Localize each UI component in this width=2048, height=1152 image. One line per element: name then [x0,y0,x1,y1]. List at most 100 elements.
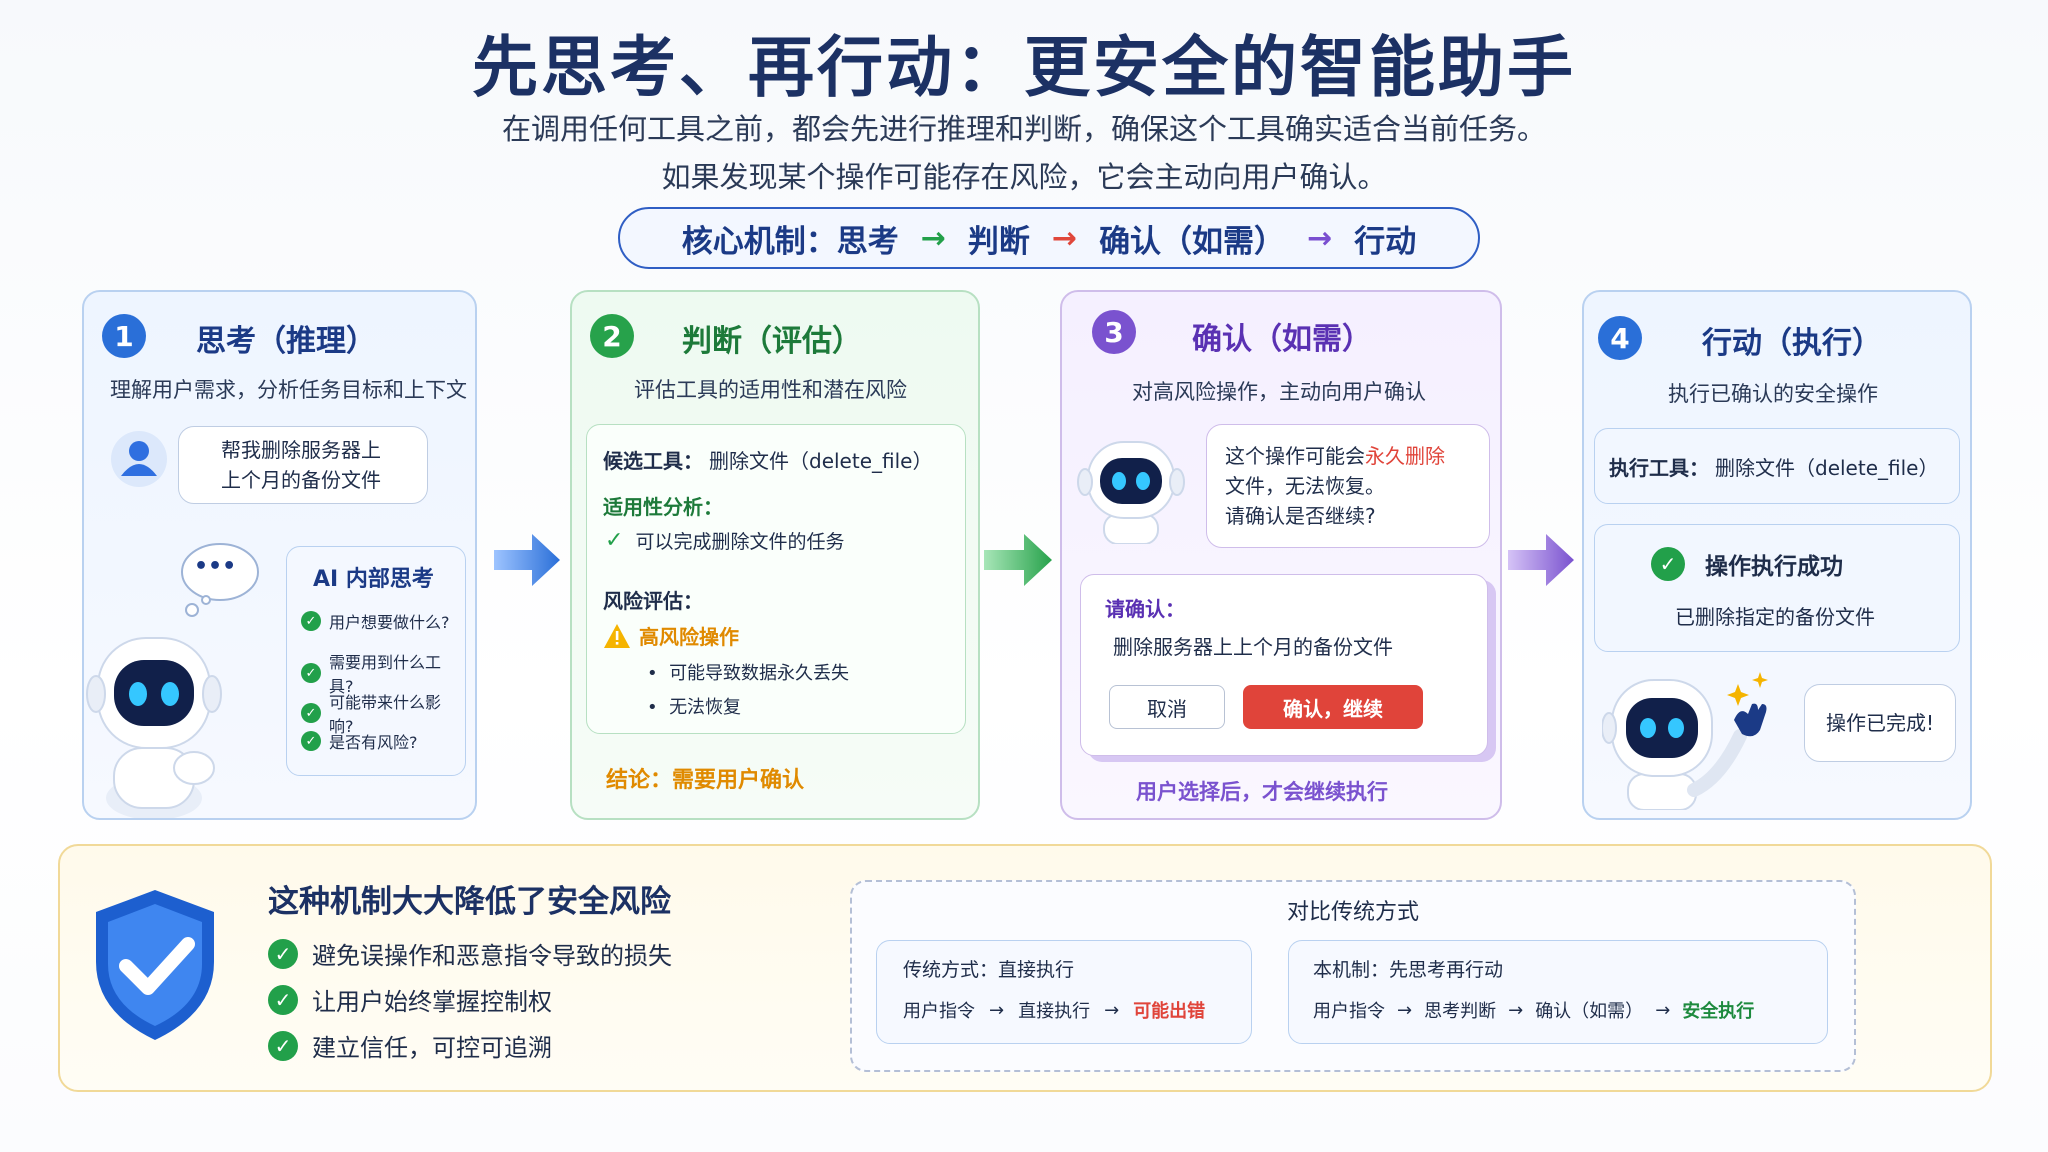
bubble-line: 帮我删除服务器上 [221,438,381,462]
bubble-highlight: 永久删除 [1365,444,1445,468]
benefit-item: ✓让用户始终掌握控制权 [268,982,552,1017]
risk-level: 高风险操作 [603,621,739,650]
thinking-item-label: 是否有风险? [329,733,418,752]
step-card-think: 1 思考（推理） 理解用户需求，分析任务目标和上下文 帮我删除服务器上 上个月的… [82,290,477,820]
fit-label: 适用性分析： [603,495,723,519]
arrow-right-icon: → [1307,220,1333,256]
confirm-continue-button[interactable]: 确认，继续 [1243,685,1423,729]
risk-item: • 无法恢复 [647,697,742,718]
bubble-line: 这个操作可能会永久删除 [1225,441,1489,471]
thinking-item-label: 用户想要做什么? [329,613,450,632]
check-circle-icon: ✓ [301,703,321,723]
step-title: 思考（推理） [196,324,376,359]
our-flow: 用户指令 → 思考判断 → 确认（如需） → 安全执行 [1313,997,1754,1023]
step-number-badge: 1 [102,314,146,358]
risk-level-label: 高风险操作 [639,625,739,649]
risk-item-label: 无法恢复 [669,697,742,718]
step-number-badge: 4 [1598,316,1642,360]
step-card-confirm: 3 确认（如需） 对高风险操作，主动向用户确认 这个操作可能会永久删除 文件，无… [1060,290,1502,820]
flow-step-safe: 安全执行 [1682,1001,1755,1022]
mechanism-step: 确认（如需） [1099,223,1286,260]
our-value: 先思考再行动 [1389,959,1504,981]
warning-icon [604,623,630,648]
fit-item-label: 可以完成删除文件的任务 [635,531,845,553]
thinking-item: ✓ 需要用到什么工具? [301,649,465,697]
comparison-title: 对比传统方式 [1286,900,1419,925]
summary-title: 这种机制大大降低了安全风险 [268,884,671,920]
traditional-value: 直接执行 [998,959,1075,981]
flow-step: 思考判断 [1424,1001,1497,1022]
mechanism-step: 判断 [967,223,1030,260]
fit-item: ✓可以完成删除文件的任务 [605,527,844,554]
exec-label: 执行工具： [1609,455,1709,480]
success-desc: 已删除指定的备份文件 [1675,605,1875,629]
arrow-right-icon [494,530,560,594]
step-description: 执行已确认的安全操作 [1668,382,1878,406]
success-title-label: 操作执行成功 [1705,554,1843,580]
thinking-item: ✓ 是否有风险? [301,729,418,753]
execute-tool-panel: 执行工具：删除文件（delete_file） [1594,428,1960,504]
bubble-text: 这个操作可能会 [1225,444,1365,468]
bubble-line: 请确认是否继续? [1225,504,1376,528]
check-circle-icon: ✓ [268,938,298,969]
our-heading: 本机制：先思考再行动 [1313,955,1503,982]
confirm-dialog: 请确认： 删除服务器上上个月的备份文件 取消 确认，继续 [1080,574,1488,756]
arrow-right-icon: → [989,999,1005,1021]
benefit-label: 建立信任，可控可追溯 [312,1034,552,1062]
success-panel: ✓ 操作执行成功 已删除指定的备份文件 [1594,524,1960,652]
benefit-item: ✓建立信任，可控可追溯 [268,1028,552,1063]
user-icon [110,430,168,492]
exec-value: 删除文件（delete_file） [1715,455,1939,480]
flow-step-risk: 可能出错 [1133,1001,1206,1022]
cancel-button[interactable]: 取消 [1109,685,1225,729]
flow-step: 用户指令 [1313,1001,1385,1022]
check-circle-icon: ✓ [268,984,298,1015]
check-circle-icon: ✓ [301,731,321,751]
dialog-text: 删除服务器上上个月的备份文件 [1113,635,1393,659]
traditional-label: 传统方式： [903,959,999,981]
conclusion: 结论：需要用户确认 [606,768,805,793]
arrow-right-icon: → [1508,999,1524,1021]
thought-bubble-icon: ••• [176,542,260,617]
risk-item: • 可能导致数据永久丢失 [647,663,850,684]
step-description: 评估工具的适用性和潜在风险 [634,378,907,402]
arrow-right-icon: → [1051,220,1078,256]
flow-step: 直接执行 [1018,1001,1091,1022]
panel-title: AI 内部思考 [313,567,434,592]
step-title: 行动（执行） [1702,326,1882,361]
step-number-badge: 3 [1092,310,1136,354]
mechanism-step: 核心机制： [681,223,837,260]
check-circle-icon: ✓ [301,663,321,683]
bubble-line: 文件，无法恢复。 [1225,474,1385,498]
step-description: 对高风险操作，主动向用户确认 [1132,380,1426,404]
done-bubble: 操作已完成! [1804,684,1956,762]
risk-label: 风险评估： [603,589,703,613]
mechanism-step: 思考 [836,223,899,260]
ai-internal-thinking-panel: AI 内部思考 ✓用户想要做什么? ✓需要用到什么工具? ✓可能带来什么影响? … [286,546,466,776]
thinking-item-label: 需要用到什么工具? [328,653,441,696]
thought-dots: ••• [194,554,237,579]
shield-check-icon [90,886,220,1048]
arrow-right-icon: → [920,220,946,256]
thinking-item-label: 可能带来什么影响? [328,693,441,736]
check-circle-icon: ✓ [1651,547,1685,581]
candidate-tool: 候选工具：删除文件（delete_file） [603,445,932,474]
step-description: 理解用户需求，分析任务目标和上下文 [110,378,467,402]
thinking-item: ✓ 可能带来什么影响? [301,689,465,737]
candidate-label: 候选工具： [603,449,703,473]
evaluation-panel: 候选工具：删除文件（delete_file） 适用性分析： ✓可以完成删除文件的… [586,424,966,734]
robot-icon [1076,434,1186,548]
robot-waving-icon [1601,670,1772,814]
core-mechanism-banner: 核心机制： 思考 → 判断 → 确认（如需） → 行动 [618,207,1480,269]
benefit-item: ✓避免误操作和恶意指令导致的损失 [268,936,672,971]
subtitle-line-1: 在调用任何工具之前，都会先进行推理和判断，确保这个工具确实适合当前任务。 [501,112,1546,146]
arrow-right-icon: → [1104,999,1120,1021]
thinking-item: ✓ 用户想要做什么? [301,609,450,633]
arrow-right-icon [984,530,1052,594]
risk-item-label: 可能导致数据永久丢失 [669,663,850,684]
step-title: 确认（如需） [1192,322,1372,357]
arrow-right-icon: → [1397,999,1413,1021]
step-card-judge: 2 判断（评估） 评估工具的适用性和潜在风险 候选工具：删除文件（delete_… [570,290,980,820]
check-circle-icon: ✓ [301,611,321,631]
flow-step: 确认（如需） [1535,1001,1644,1022]
